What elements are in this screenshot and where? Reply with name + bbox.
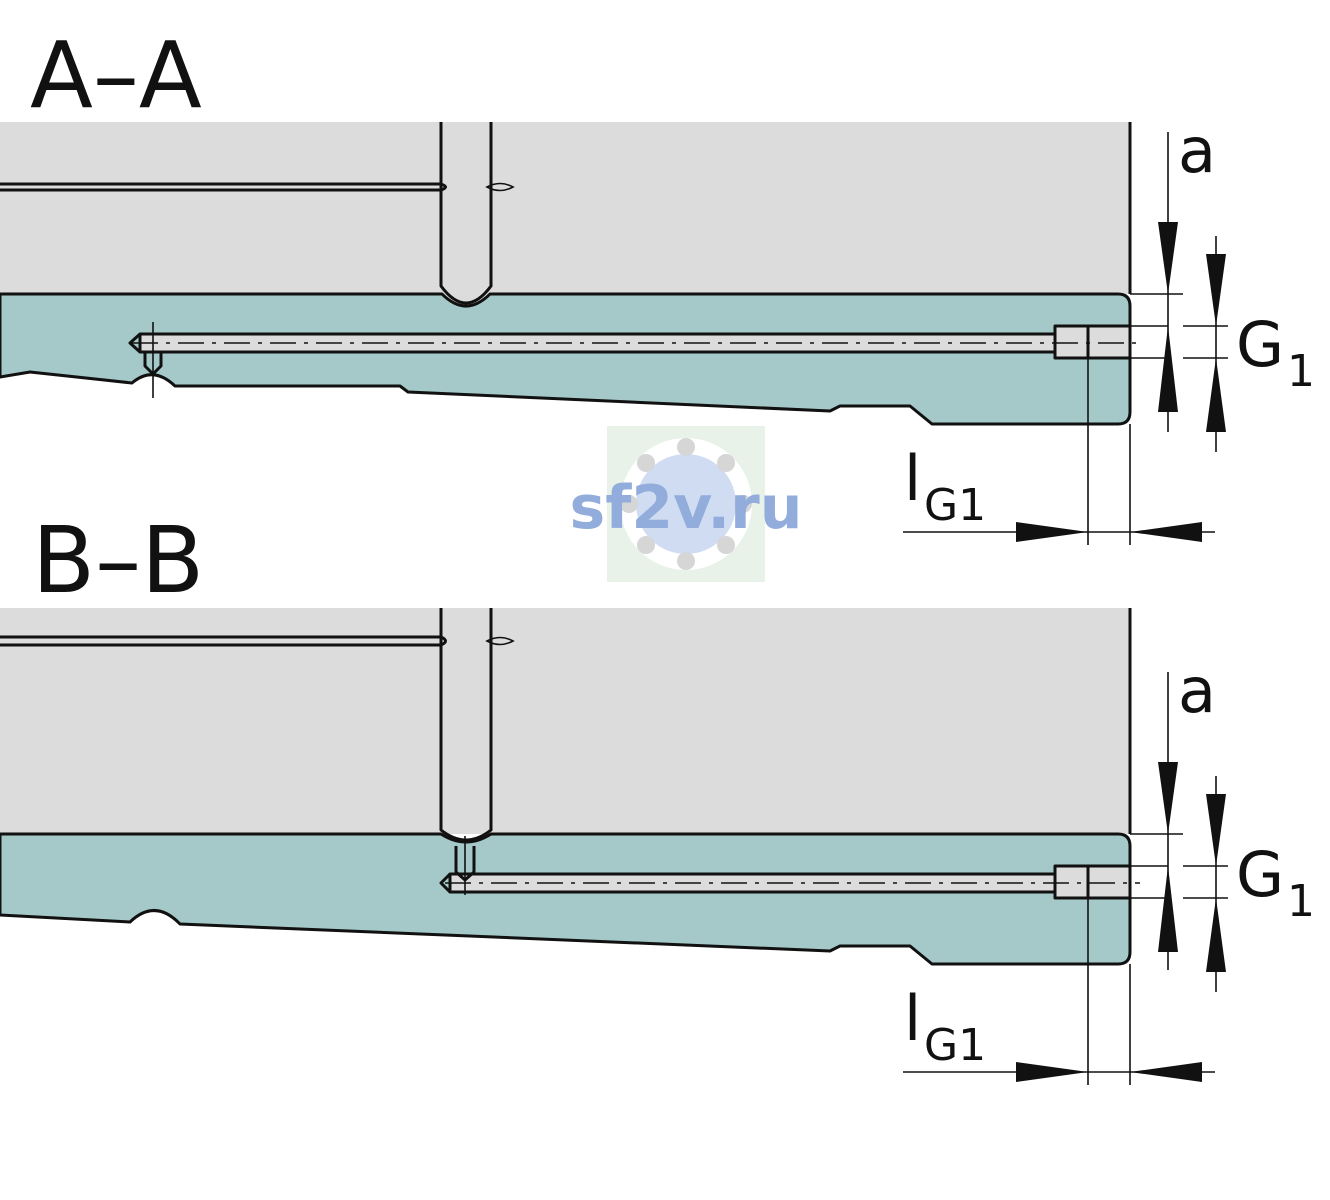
section-a-label-a: a xyxy=(1178,114,1216,187)
section-b-label-a: a xyxy=(1178,654,1216,727)
section-b-thread xyxy=(1053,864,1132,900)
section-a-arrow-a-bottom xyxy=(1158,326,1178,412)
section-b-housing xyxy=(0,608,1130,834)
section-b-rail xyxy=(0,832,1132,966)
section-b-groove xyxy=(0,635,447,647)
section-b-bore-tip xyxy=(439,872,452,894)
section-b-arrow-g-bottom xyxy=(1206,898,1226,972)
section-b-arrow-lg-left xyxy=(1016,1062,1088,1082)
section-b-arrow-a-bottom xyxy=(1158,866,1178,952)
section-a-label-g-sub: 1 xyxy=(1287,346,1315,397)
section-b-slot xyxy=(439,608,493,842)
section-a-arrow-g-bottom xyxy=(1206,358,1226,432)
section-a-groove xyxy=(0,182,447,192)
section-a-label-lg: l xyxy=(904,442,921,515)
section-b-arrow-a-top xyxy=(1158,762,1178,834)
watermark-text: sf2v.ru xyxy=(570,473,803,543)
section-b-title: B–B xyxy=(32,507,204,614)
section-a-arrow-lg-left xyxy=(1016,522,1088,542)
section-b-label-g: G xyxy=(1236,838,1284,911)
section-b-label-lg: l xyxy=(904,982,921,1055)
watermark: sf2v.ru xyxy=(570,426,803,582)
section-b-arrow-g-top xyxy=(1206,794,1226,866)
bearing-inner-ring-icon xyxy=(636,454,736,554)
section-a-arrow-lg-right xyxy=(1130,522,1202,542)
section-a-housing xyxy=(0,122,1130,306)
section-b-label-g-sub: 1 xyxy=(1287,876,1315,927)
section-a-extension-lines xyxy=(1087,293,1228,545)
section-a-title: A–A xyxy=(30,22,202,129)
section-a-groove-mark xyxy=(485,182,515,192)
section-b: B–B a G 1 l xyxy=(0,507,1315,1085)
bearing-balls-icon xyxy=(620,438,752,570)
section-a-arrow-a-top xyxy=(1158,222,1178,294)
section-a-rail xyxy=(0,292,1132,426)
section-b-label-lg-sub: G1 xyxy=(924,1020,986,1071)
section-b-groove-mark xyxy=(485,636,515,646)
section-a: A–A a G 1 l xyxy=(0,22,1315,545)
section-a-label-g: G xyxy=(1236,308,1284,381)
section-a-thread xyxy=(1053,324,1132,360)
section-a-bore-tip xyxy=(128,332,142,354)
section-a-arrow-g-top xyxy=(1206,254,1226,326)
section-a-slot xyxy=(439,122,493,305)
section-b-extension-lines xyxy=(1087,833,1228,1085)
section-a-label-lg-sub: G1 xyxy=(924,480,986,531)
section-b-arrow-lg-right xyxy=(1130,1062,1202,1082)
